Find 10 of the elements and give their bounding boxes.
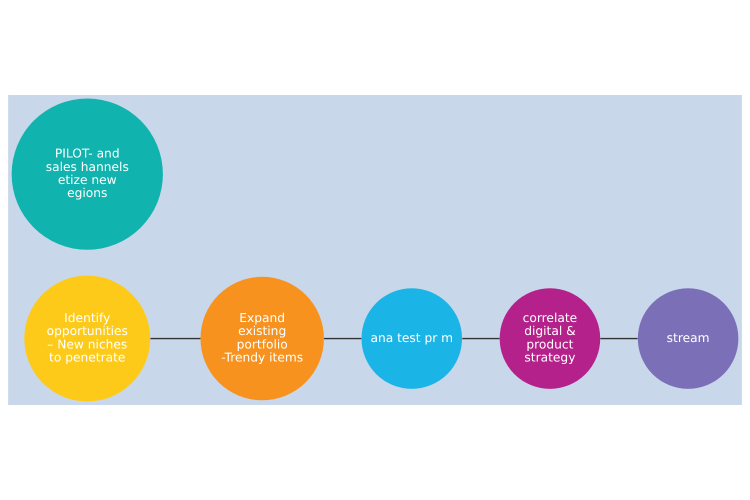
node-circle: stream xyxy=(638,288,738,389)
node-circle: correlate digital & product strategy xyxy=(500,288,600,389)
node-circle: ana test pr m xyxy=(361,288,462,389)
connector xyxy=(150,338,200,340)
connector xyxy=(324,338,362,340)
node-circle: Identify opportunities – New niches to penetrate xyxy=(24,276,150,402)
node-circle: PILOT- and sales hannels etize new egions xyxy=(12,98,163,250)
connector xyxy=(600,338,638,340)
connector xyxy=(462,338,500,340)
node-circle: Expand existing portfolio -Trendy items xyxy=(200,276,324,400)
